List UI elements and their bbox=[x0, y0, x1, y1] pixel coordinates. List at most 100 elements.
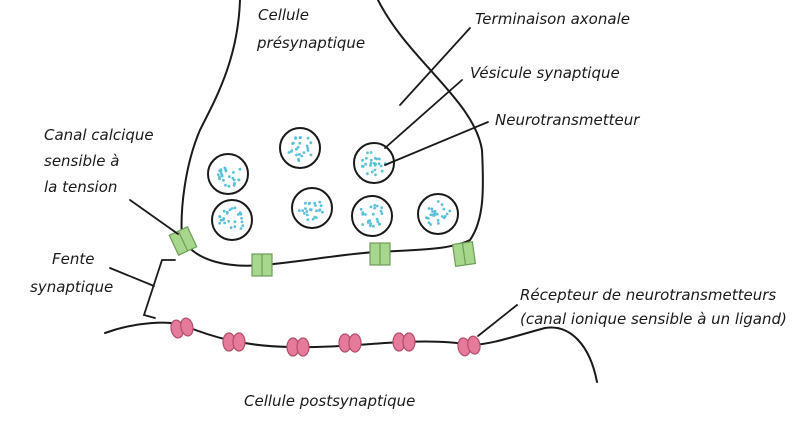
neurotransmitter-dot bbox=[364, 162, 368, 166]
neurotransmitter-dot bbox=[218, 177, 222, 181]
neurotransmitter-dot bbox=[368, 219, 372, 223]
neurotransmitter-receptor bbox=[338, 333, 362, 353]
neurotransmitter-dot bbox=[375, 204, 379, 208]
neurotransmitter-dot bbox=[306, 149, 310, 152]
neurotransmitter-dot bbox=[315, 209, 318, 213]
neurotransmitter-dot bbox=[427, 221, 431, 225]
neurotransmitter-dot bbox=[429, 213, 433, 217]
neurotransmitter-dot bbox=[308, 201, 311, 205]
neurotransmitter-dot bbox=[321, 210, 324, 214]
neurotransmitter-dot bbox=[436, 219, 440, 222]
neurotransmitter-dot bbox=[373, 206, 377, 210]
neurotransmitter-receptor bbox=[286, 337, 310, 357]
neurotransmitter-dot bbox=[232, 178, 236, 182]
neurotransmitter-dot bbox=[430, 207, 434, 211]
neurotransmitter-dot bbox=[309, 153, 313, 157]
neurotransmitter-dot bbox=[228, 208, 232, 212]
label-presynaptic-cell-2: présynaptique bbox=[256, 34, 365, 52]
neurotransmitter-dot bbox=[300, 154, 304, 158]
neurotransmitter-dot bbox=[436, 200, 440, 203]
neurotransmitter-dot bbox=[229, 226, 233, 230]
receptor-group bbox=[170, 317, 481, 357]
neurotransmitter-dot bbox=[306, 136, 310, 140]
neurotransmitter-dot bbox=[426, 217, 430, 220]
leader-vesicle bbox=[384, 79, 463, 149]
neurotransmitter-dot bbox=[302, 151, 306, 155]
neurotransmitter-dot bbox=[369, 158, 373, 162]
neurotransmitter-dot bbox=[222, 178, 225, 182]
neurotransmitter-dot bbox=[308, 208, 312, 211]
neurotransmitter-dot bbox=[377, 157, 381, 161]
neurotransmitter-dot bbox=[240, 220, 244, 224]
neurotransmitter-dot bbox=[429, 223, 433, 226]
neurotransmitter-dot bbox=[294, 147, 298, 151]
neurotransmitter-dot bbox=[233, 225, 237, 229]
label-presynaptic-cell: Cellule bbox=[258, 6, 309, 24]
neurotransmitter-dot bbox=[380, 212, 384, 216]
label-calcium-channel-1: Canal calcique bbox=[44, 126, 154, 144]
neurotransmitter-dot bbox=[218, 221, 222, 225]
neurotransmitter-dot bbox=[237, 178, 241, 182]
label-axon-terminal: Terminaison axonale bbox=[475, 10, 630, 28]
leader-axon-terminal bbox=[399, 27, 471, 106]
calcium-channel bbox=[451, 241, 477, 267]
calcium-channel-group bbox=[168, 226, 477, 277]
label-postsynaptic-cell: Cellule postsynaptique bbox=[244, 392, 415, 410]
synaptic-vesicle bbox=[279, 127, 321, 169]
synaptic-vesicle bbox=[351, 195, 393, 237]
neurotransmitter-dot bbox=[298, 136, 302, 140]
neurotransmitter-dot bbox=[218, 215, 222, 218]
neurotransmitter-dot bbox=[359, 207, 363, 211]
neurotransmitter-dot bbox=[230, 207, 234, 210]
neurotransmitter-dot bbox=[239, 227, 243, 230]
neurotransmitter-dot bbox=[314, 204, 317, 207]
neurotransmitter-dot bbox=[369, 164, 372, 167]
neurotransmitter-dot bbox=[223, 166, 227, 170]
cleft-bracket bbox=[142, 259, 176, 319]
synaptic-vesicle bbox=[211, 199, 253, 241]
neurotransmitter-dot bbox=[366, 221, 370, 224]
neurotransmitter-dot bbox=[306, 146, 310, 150]
neurotransmitter-dot bbox=[227, 184, 231, 188]
neurotransmitter-dot bbox=[370, 170, 374, 174]
neurotransmitter-dot bbox=[305, 210, 309, 213]
neurotransmitter-dot bbox=[224, 183, 227, 187]
neurotransmitter-dot bbox=[240, 216, 243, 220]
neurotransmitter-dot bbox=[371, 212, 375, 216]
neurotransmitter-dot bbox=[379, 164, 383, 168]
neurotransmitter-dot bbox=[369, 161, 373, 165]
neurotransmitter-dot bbox=[369, 205, 373, 209]
neurotransmitter-dot bbox=[377, 162, 381, 166]
neurotransmitter-receptor bbox=[392, 332, 416, 352]
neurotransmitter-dot bbox=[318, 200, 322, 204]
leader-neurotransmitter bbox=[384, 121, 489, 166]
neurotransmitter-dot bbox=[442, 216, 446, 220]
neurotransmitter-dot bbox=[374, 173, 377, 177]
neurotransmitter-dot bbox=[378, 222, 381, 226]
neurotransmitter-dot bbox=[301, 209, 305, 213]
neurotransmitter-receptor bbox=[457, 335, 481, 357]
leader-cleft bbox=[109, 267, 155, 287]
neurotransmitter-dot bbox=[445, 212, 449, 216]
neurotransmitter-dot bbox=[306, 218, 310, 222]
neurotransmitter-dot bbox=[236, 213, 240, 216]
neurotransmitter-dot bbox=[241, 224, 245, 228]
neurotransmitter-dot bbox=[309, 141, 313, 145]
neurotransmitter-dot bbox=[361, 223, 365, 226]
neurotransmitter-dot bbox=[380, 206, 383, 210]
neurotransmitter-receptor bbox=[170, 317, 194, 339]
label-cleft-1: Fente bbox=[52, 250, 94, 268]
label-synaptic-vesicle: Vésicule synaptique bbox=[470, 64, 620, 82]
neurotransmitter-dot bbox=[219, 218, 223, 222]
neurotransmitter-dot bbox=[373, 168, 377, 172]
neurotransmitter-dot bbox=[371, 224, 375, 228]
calcium-channel bbox=[369, 242, 391, 266]
neurotransmitter-dot bbox=[304, 201, 307, 205]
label-calcium-channel-3: la tension bbox=[44, 178, 117, 196]
leader-calcium-channel bbox=[129, 199, 179, 235]
neurotransmitter-dot bbox=[431, 210, 434, 213]
neurotransmitter-dot bbox=[361, 158, 364, 162]
label-receptor-1: Récepteur de neurotransmetteurs bbox=[520, 286, 776, 304]
neurotransmitter-dot bbox=[318, 208, 322, 212]
